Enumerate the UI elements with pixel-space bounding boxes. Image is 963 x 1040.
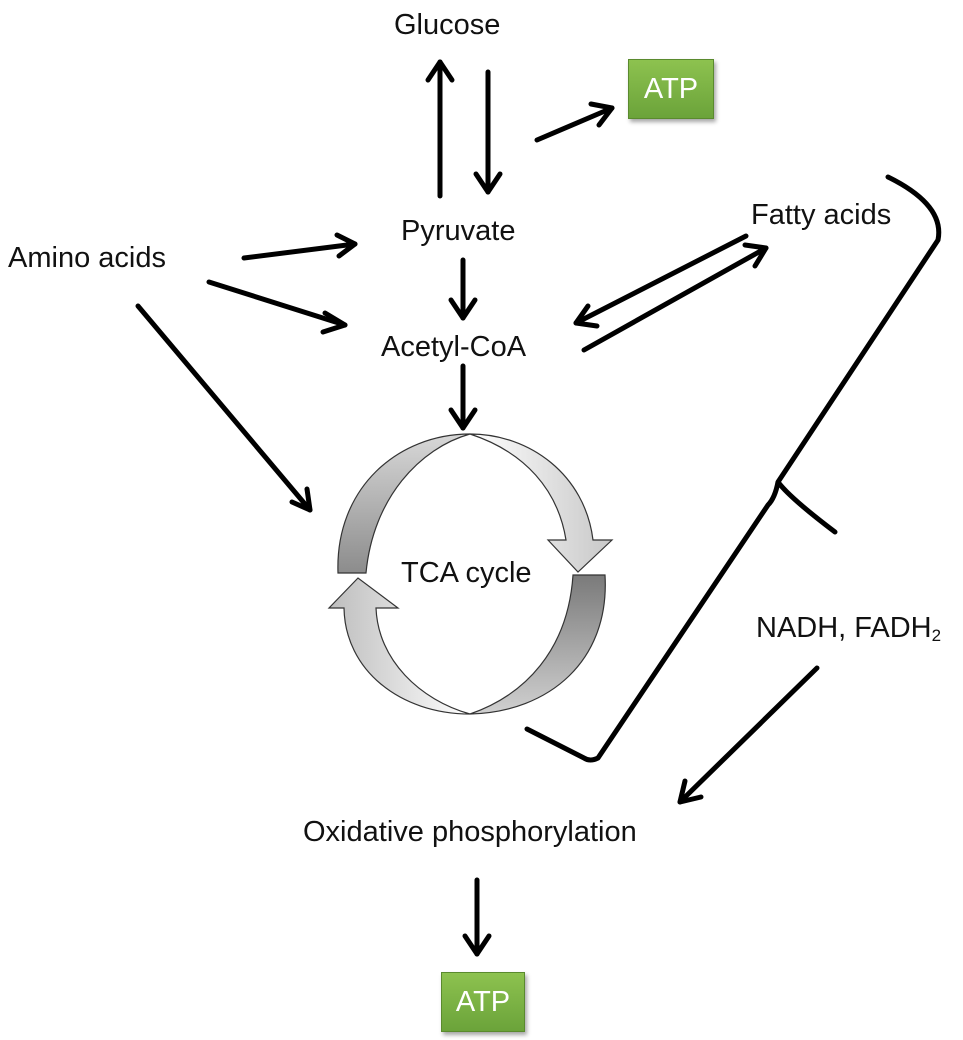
arrow-amino-to-acetylcoa xyxy=(206,279,348,335)
tca-arc-bottom-left xyxy=(327,577,471,715)
bracket xyxy=(524,174,942,763)
arrow-fatty-to-acetylcoa xyxy=(573,233,749,329)
amino-acids-label: Amino acids xyxy=(8,242,166,274)
tca-cycle-label: TCA cycle xyxy=(401,557,532,589)
fatty-acids-label: Fatty acids xyxy=(751,199,892,231)
arrow-oxphos-to-atp xyxy=(462,877,492,957)
arrow-nadh-to-oxphos xyxy=(677,665,820,805)
pyruvate-label: Pyruvate xyxy=(401,215,516,247)
arrow-pyruvate-to-glucose xyxy=(425,59,455,199)
tca-arc-right xyxy=(469,574,606,715)
arrow-glucose-to-pyruvate xyxy=(473,69,503,195)
glucose-label: Glucose xyxy=(394,9,501,41)
arrow-acetylcoa-to-fatty xyxy=(581,242,769,353)
arrow-amino-to-tca xyxy=(135,303,313,513)
tca-arc-left xyxy=(337,433,471,574)
atp-box-bottom: ATP xyxy=(441,972,525,1032)
nadh-fadh-text: NADH, FADH xyxy=(756,612,932,644)
arrow-acetylcoa-to-tca xyxy=(448,363,478,431)
nadh-fadh2-label: NADH, FADH2 xyxy=(756,612,942,645)
atp-box-top: ATP xyxy=(628,59,714,119)
acetyl-coa-label: Acetyl-CoA xyxy=(381,331,527,363)
arrow-pyruvate-to-acetylcoa xyxy=(448,257,478,321)
fadh-subscript: 2 xyxy=(931,626,942,645)
tca-cycle-graphic xyxy=(327,433,614,715)
tca-arc-top-right xyxy=(469,433,614,573)
oxidative-phosphorylation-label: Oxidative phosphorylation xyxy=(303,816,637,848)
arrow-to-atp-top xyxy=(534,101,615,143)
atp-top-label: ATP xyxy=(643,72,699,105)
atp-bottom-label: ATP xyxy=(455,985,511,1018)
arrow-amino-to-pyruvate xyxy=(241,232,358,261)
